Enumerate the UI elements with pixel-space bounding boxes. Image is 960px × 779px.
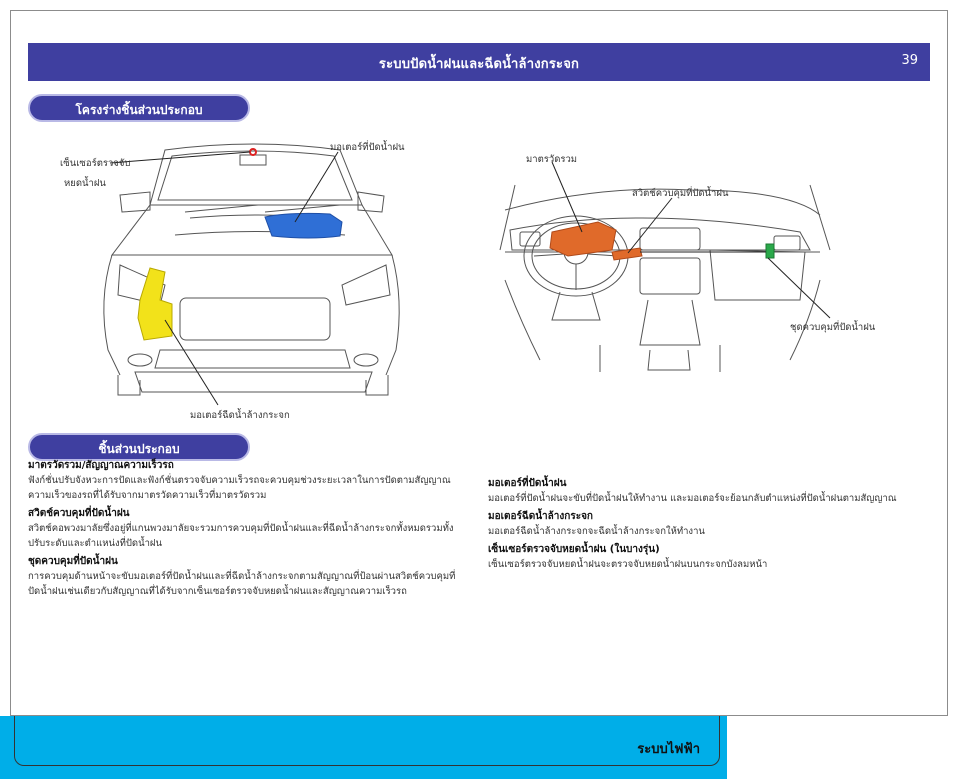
part-body: ฟังก์ชั่นปรับจังหวะการปัดและฟังก์ชั่นตรว… <box>28 475 451 501</box>
label-washer-motor: มอเตอร์ฉีดน้ำล้างกระจก <box>190 410 290 421</box>
header-bar: ระบบปัดน้ำฝนและฉีดน้ำล้างกระจก 39 <box>28 43 930 81</box>
page-frame <box>10 10 948 716</box>
part-body: การควบคุมด้านหน้าจะขับมอเตอร์ที่ปัดน้ำฝน… <box>28 571 456 597</box>
parts-list-right: มอเตอร์ที่ปัดน้ำฝน มอเตอร์ที่ปัดน้ำฝนจะข… <box>488 476 918 575</box>
part-item: มอเตอร์ที่ปัดน้ำฝน มอเตอร์ที่ปัดน้ำฝนจะข… <box>488 476 918 506</box>
label-wiper-motor: มอเตอร์ที่ปัดน้ำฝน <box>330 142 405 153</box>
part-title: สวิตช์ควบคุมที่ปัดน้ำฝน <box>28 508 130 519</box>
washer-tank-highlight <box>137 267 173 341</box>
part-title: มอเตอร์ฉีดน้ำล้างกระจก <box>488 511 593 522</box>
part-title: ชุดควบคุมที่ปัดน้ำฝน <box>28 556 118 567</box>
page-title: ระบบปัดน้ำฝนและฉีดน้ำล้างกระจก <box>378 57 580 72</box>
part-item: มอเตอร์ฉีดน้ำล้างกระจก มอเตอร์ฉีดน้ำล้าง… <box>488 509 918 539</box>
meter-highlight <box>549 221 617 257</box>
control-unit-highlight <box>765 243 775 259</box>
wiper-motor-highlight <box>264 212 343 239</box>
footer-section-label: ระบบไฟฟ้า <box>637 742 700 757</box>
section-title-parts: ชิ้นส่วนประกอบ <box>28 433 250 461</box>
part-item: มาตรวัดรวม/สัญญาณความเร็วรถ ฟังก์ชั่นปรั… <box>28 458 458 503</box>
part-title: มาตรวัดรวม/สัญญาณความเร็วรถ <box>28 460 174 471</box>
part-body: มอเตอร์ที่ปัดน้ำฝนจะขับที่ปัดน้ำฝนให้ทำง… <box>488 493 897 504</box>
part-body: มอเตอร์ฉีดน้ำล้างกระจกจะฉีดน้ำล้างกระจกใ… <box>488 526 705 537</box>
page-number: 39 <box>901 53 918 68</box>
label-wiper-control-unit: ชุดควบคุมที่ปัดน้ำฝน <box>790 322 876 333</box>
part-body: เซ็นเซอร์ตรวจจับหยดน้ำฝนจะตรวจจับหยดน้ำฝ… <box>488 559 768 570</box>
label-wiper-switch: สวิตช์ควบคุมที่ปัดน้ำฝน <box>632 188 729 199</box>
part-item: เซ็นเซอร์ตรวจจับหยดน้ำฝน (ในบางรุ่น) เซ็… <box>488 542 918 572</box>
label-rain-sensor-2: หยดน้ำฝน <box>64 178 106 189</box>
parts-list-left: มาตรวัดรวม/สัญญาณความเร็วรถ ฟังก์ชั่นปรั… <box>28 458 458 602</box>
part-title: เซ็นเซอร์ตรวจจับหยดน้ำฝน (ในบางรุ่น) <box>488 544 660 555</box>
part-item: สวิตช์ควบคุมที่ปัดน้ำฝน สวิตช์คอพวงมาลัย… <box>28 506 458 551</box>
part-item: ชุดควบคุมที่ปัดน้ำฝน การควบคุมด้านหน้าจะ… <box>28 554 458 599</box>
label-rain-sensor-1: เซ็นเซอร์ตรวจจับ <box>60 158 131 169</box>
footer-tab <box>14 716 720 766</box>
section-title-layout: โครงร่างชิ้นส่วนประกอบ <box>28 94 250 122</box>
part-body: สวิตช์คอพวงมาลัยซึ่งอยู่ที่แกนพวงมาลัยจะ… <box>28 523 454 549</box>
label-combination-meter: มาตรวัดรวม <box>526 154 578 165</box>
part-title: มอเตอร์ที่ปัดน้ำฝน <box>488 478 567 489</box>
